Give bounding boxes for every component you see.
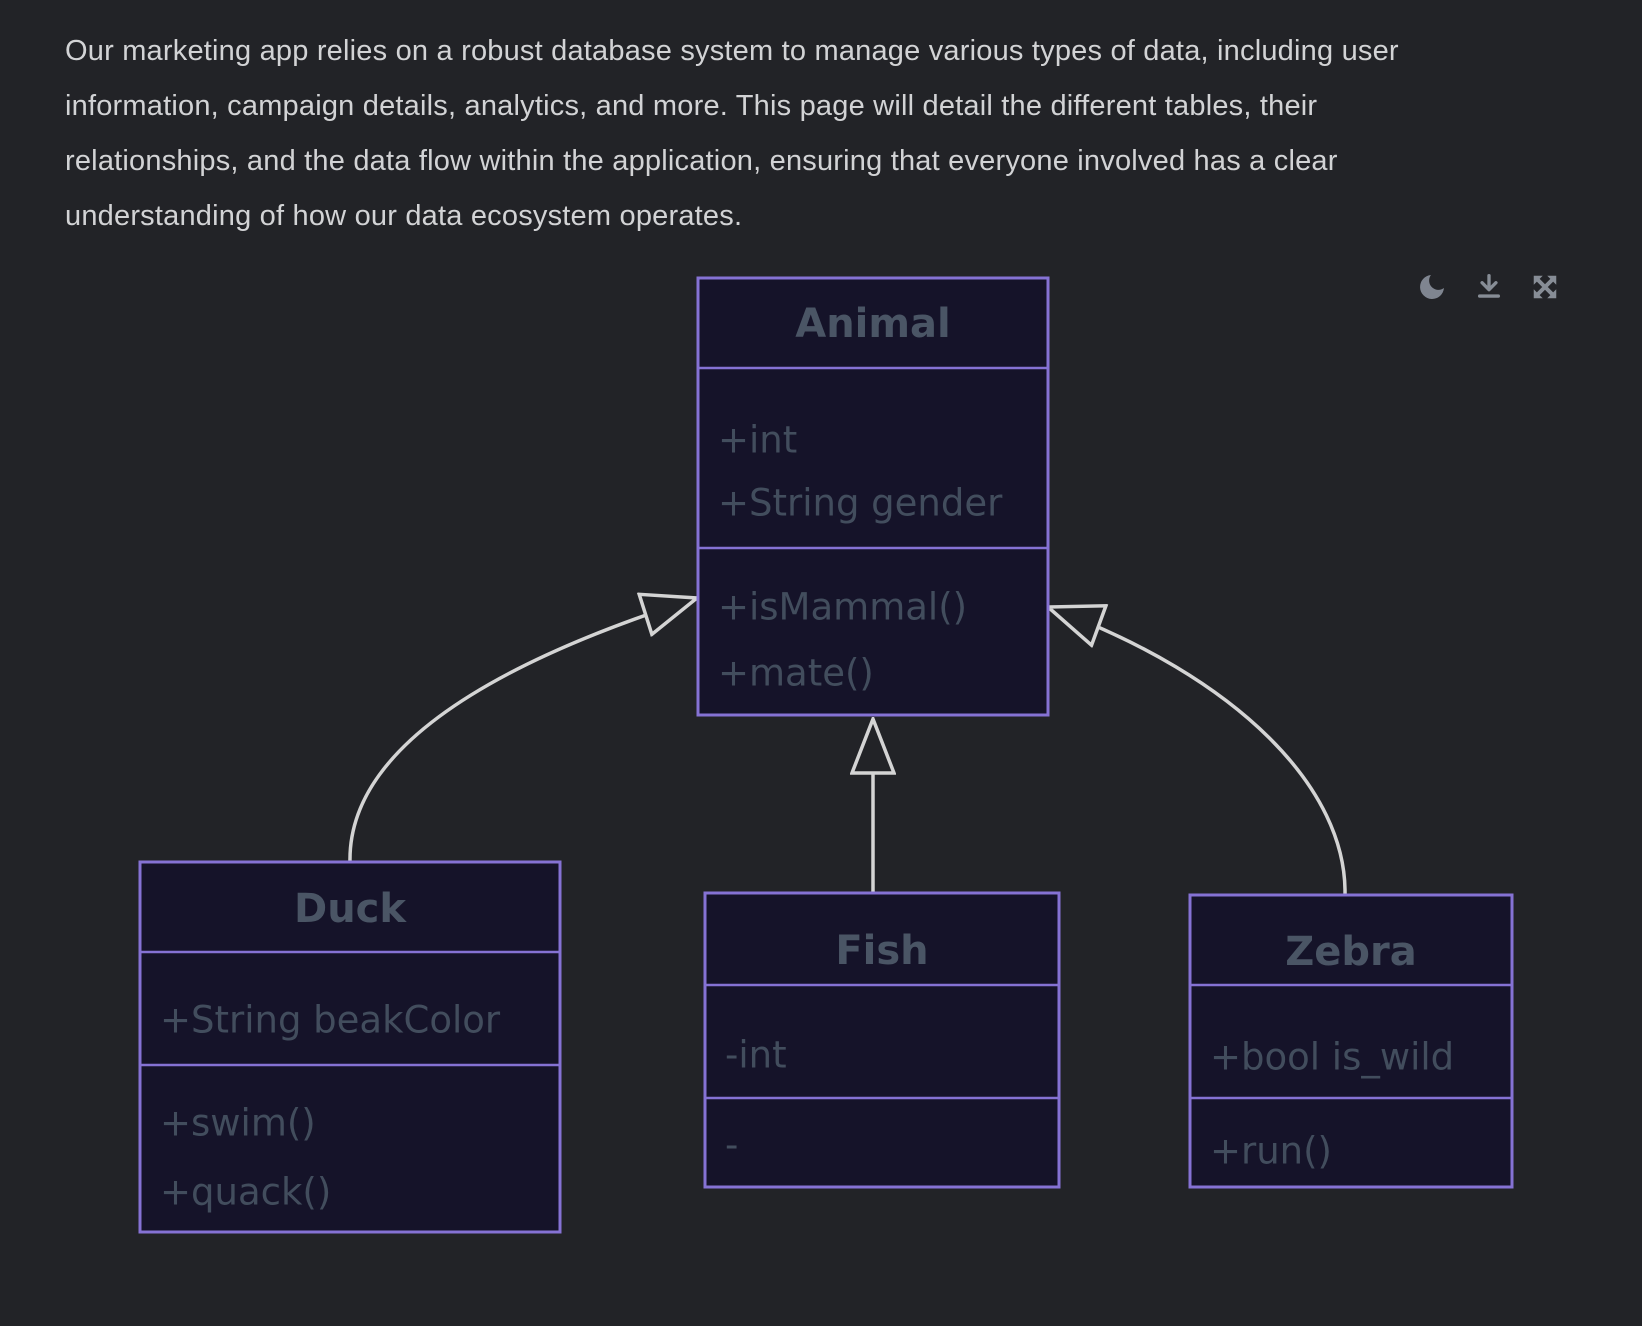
class-method: +swim(): [160, 1102, 316, 1145]
class-box-animal-rect: [696, 276, 1050, 717]
class-title: Animal: [795, 301, 951, 347]
intro-line-3: relationships, and the data flow within …: [65, 145, 1338, 177]
class-method: +quack(): [160, 1171, 331, 1214]
inheritance-arrow-zebra-to-animal: [1048, 607, 1347, 896]
class-attribute: +int: [718, 419, 797, 462]
fullscreen-button[interactable]: [1527, 269, 1563, 305]
class-diagram-canvas: Animal +int +String gender +isMammal() +…: [138, 276, 1514, 1234]
class-box-animal: Animal +int +String gender +isMammal() +…: [696, 276, 1050, 717]
intro-line-4: understanding of how our data ecosystem …: [65, 200, 743, 232]
class-box-fish-rect: [703, 891, 1061, 1189]
intro-paragraph: Our marketing app relies on a robust dat…: [65, 24, 1545, 244]
moon-icon: [1420, 275, 1444, 299]
class-title: Duck: [294, 886, 407, 932]
class-title: Zebra: [1285, 929, 1416, 975]
class-box-fish: Fish -int -: [703, 891, 1061, 1189]
download-icon: [1478, 274, 1500, 298]
class-attribute: +String beakColor: [160, 999, 501, 1042]
class-attribute: -int: [725, 1034, 787, 1077]
class-method: +isMammal(): [718, 586, 967, 629]
class-attribute: +bool is_wild: [1210, 1036, 1454, 1079]
intro-line-2: information, campaign details, analytics…: [65, 90, 1318, 122]
theme-toggle-button[interactable]: [1414, 269, 1450, 305]
class-method: +run(): [1210, 1130, 1332, 1173]
class-box-zebra: Zebra +bool is_wild +run(): [1188, 893, 1514, 1189]
expand-icon: [1533, 275, 1557, 299]
class-attribute: +String gender: [718, 482, 1003, 525]
class-method: -: [725, 1124, 738, 1167]
intro-line-1: Our marketing app relies on a robust dat…: [65, 35, 1399, 67]
class-box-zebra-rect: [1188, 893, 1514, 1189]
download-button[interactable]: [1471, 269, 1507, 305]
class-box-duck-rect: [138, 860, 562, 1234]
class-method: +mate(): [718, 652, 874, 695]
class-box-duck: Duck +String beakColor +swim() +quack(): [138, 860, 562, 1234]
inheritance-arrow-duck-to-animal: [348, 598, 697, 863]
class-title: Fish: [835, 928, 928, 974]
